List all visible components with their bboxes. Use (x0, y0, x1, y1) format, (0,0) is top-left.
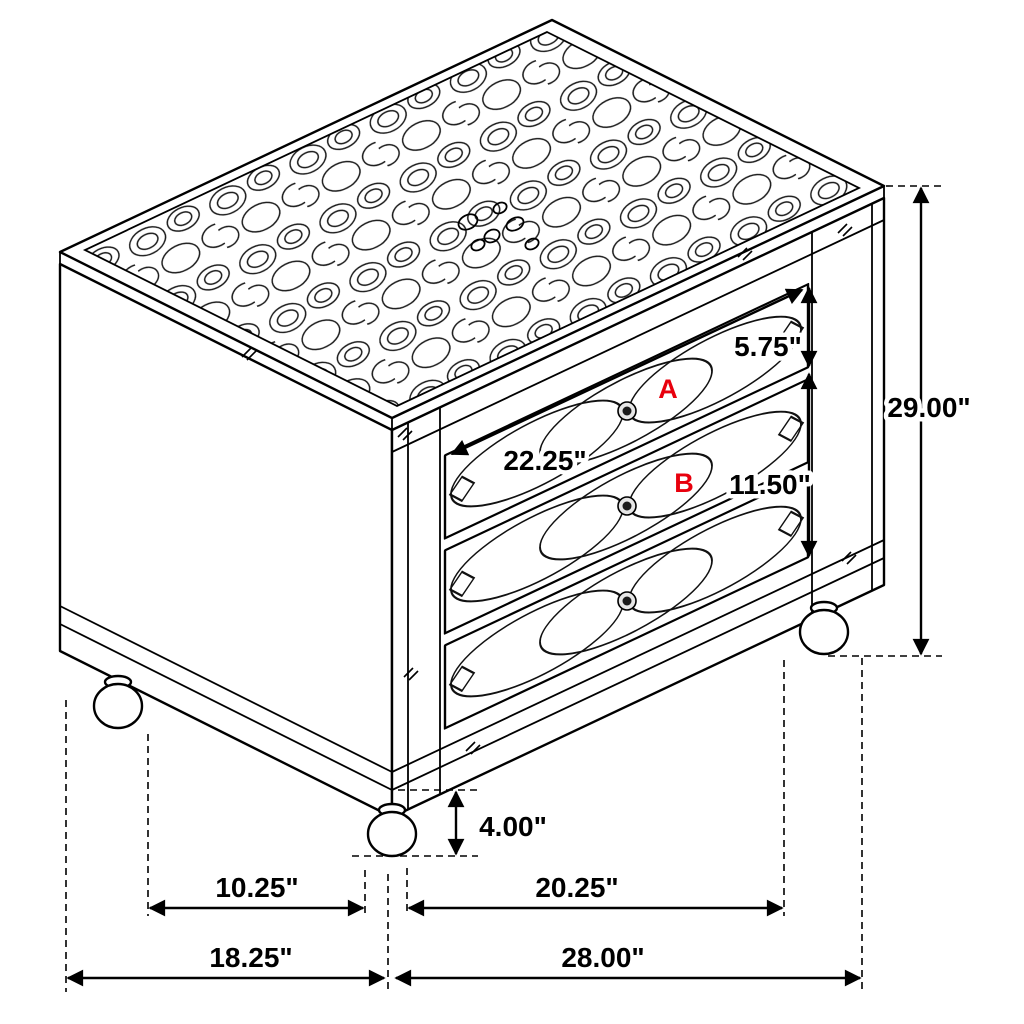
dim-overall-height: 29.00" (828, 185, 975, 657)
dim-leg-height-label: 4.00" (479, 811, 547, 842)
side-base-molding (59, 605, 393, 791)
foot-front (366, 802, 418, 858)
dim-top-drawer-height-label: 5.75" (734, 331, 802, 362)
tabletop-crocodile-pattern (82, 30, 862, 408)
dim-drawer-width-label: 22.25" (503, 445, 586, 476)
tabletop-pattern-swirl (457, 201, 540, 252)
dim-side-foot-spacing-label: 10.25" (215, 872, 298, 903)
dim-lower-drawer-height-label: 11.50" (729, 469, 811, 500)
foot-left (92, 674, 144, 730)
dimension-annotations: 29.00" 5.75" 11.50" 22.25" A B 4.00" (65, 185, 975, 992)
dim-overall-width: 28.00" (394, 938, 862, 987)
dim-front-foot-spacing: 20.25" (407, 868, 784, 917)
dim-drawer-width: 22.25" (450, 288, 804, 481)
drawer-a-marker: A (658, 374, 678, 404)
dim-overall-width-label: 28.00" (561, 942, 644, 973)
drawer-2-knob (617, 496, 637, 516)
dim-leg-height: 4.00" (352, 789, 551, 857)
foot-right (798, 600, 850, 656)
dim-side-foot-spacing: 10.25" (148, 868, 365, 917)
drawer-b-marker: B (674, 468, 694, 498)
dim-lower-drawer-height: 11.50" (725, 372, 818, 558)
dim-overall-depth: 18.25" (66, 938, 386, 987)
dim-overall-height-label: 29.00" (887, 392, 970, 423)
dim-overall-depth-label: 18.25" (209, 942, 292, 973)
extension-lines (65, 658, 863, 992)
front-mirror-stiles (407, 204, 873, 809)
dim-front-foot-spacing-label: 20.25" (535, 872, 618, 903)
nightstand-drawing (58, 18, 886, 858)
drawer-3-knob (617, 591, 637, 611)
drawer-1-knob (617, 401, 637, 421)
